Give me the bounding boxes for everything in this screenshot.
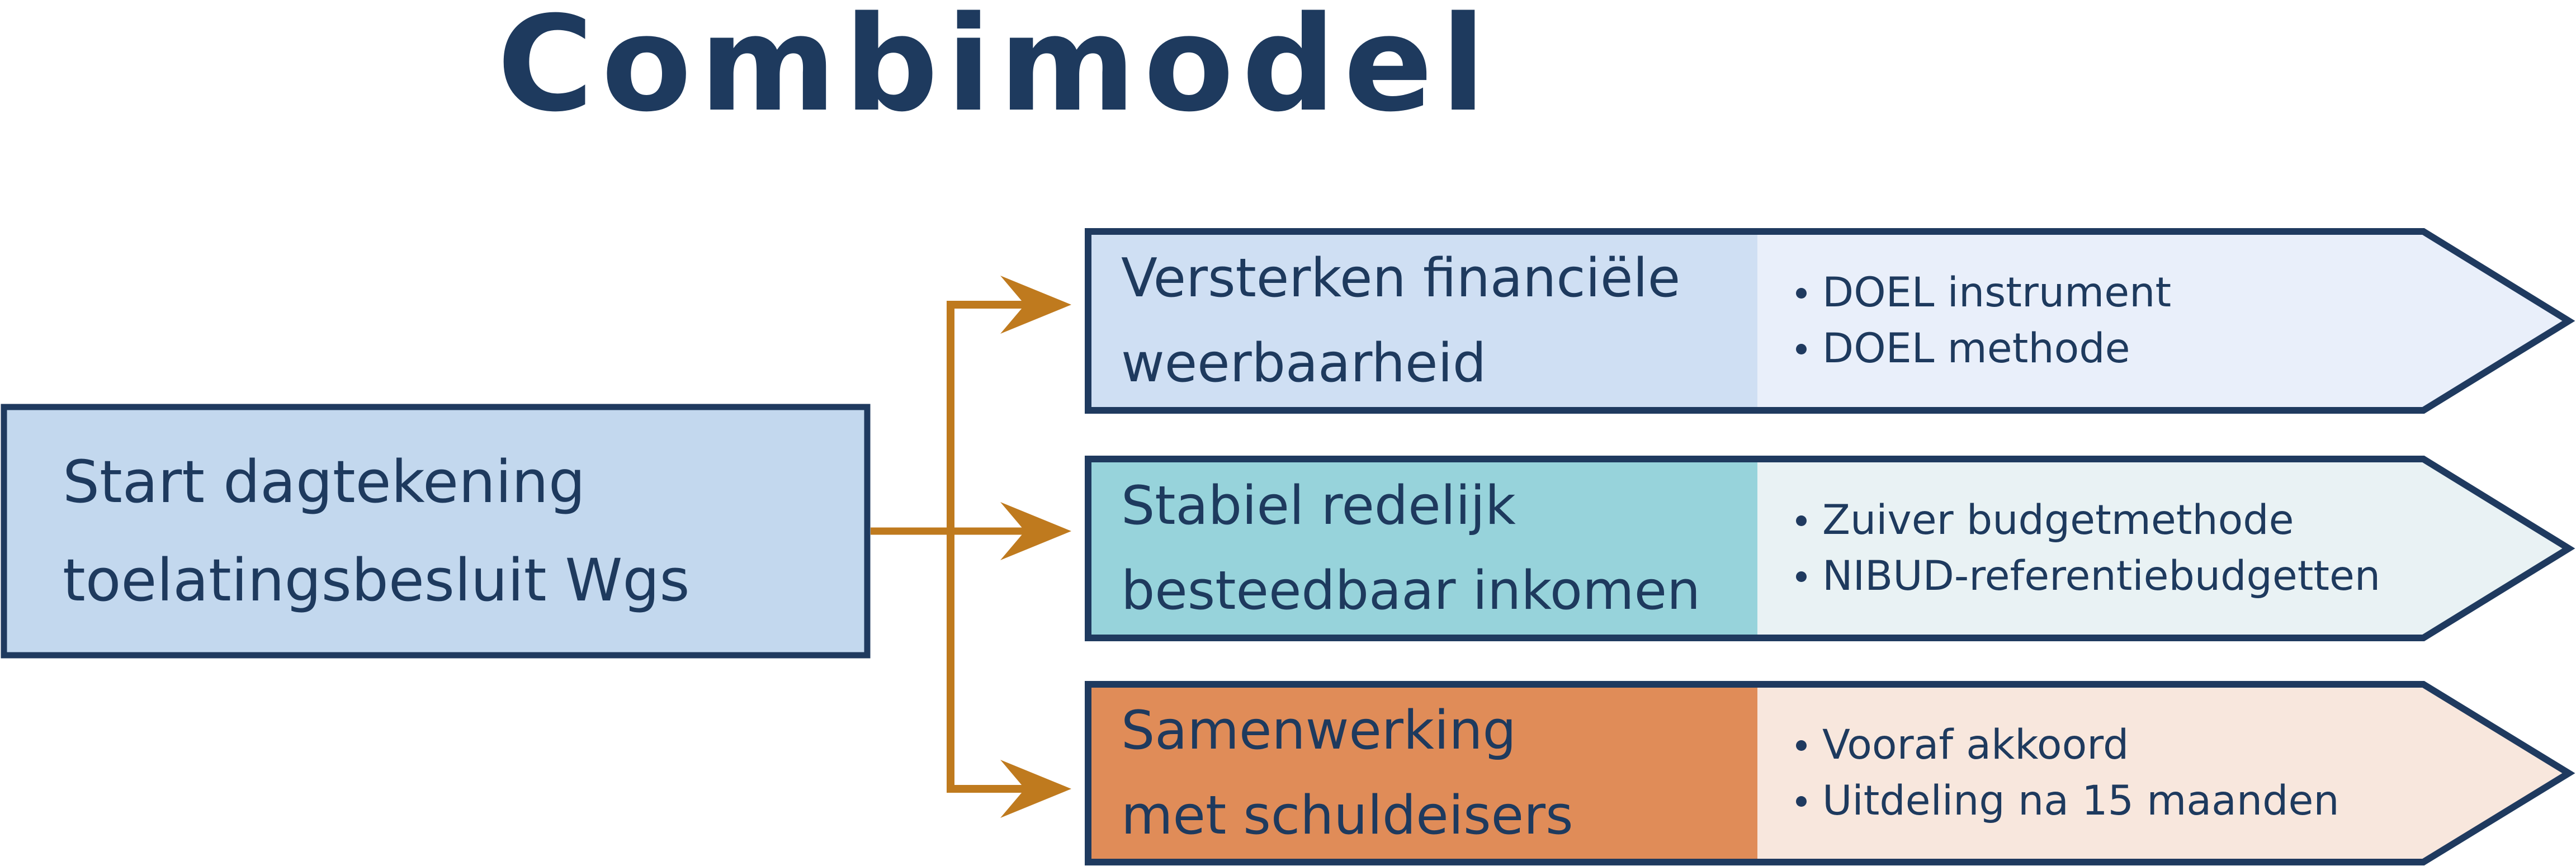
bullet-text: Uitdeling na 15 maanden xyxy=(1822,777,2339,825)
bullet-dot-icon xyxy=(1796,515,1807,526)
start-box-line-1: Start dagtekening xyxy=(63,448,585,516)
bullet-dot-icon xyxy=(1796,571,1807,582)
bullet-item: DOEL instrument xyxy=(1796,265,2545,321)
branch-1-bullets: DOEL instrument DOEL methode xyxy=(1796,228,2545,414)
branch-2-detail-segment xyxy=(1757,459,2569,638)
connector-branch-line xyxy=(947,301,1034,793)
branch-2-outline xyxy=(1085,456,2575,641)
branch-3-label: Samenwerking met schuldeisers xyxy=(1121,681,1753,865)
branch-2-label: Stabiel redelijk besteedbaar inkomen xyxy=(1121,456,1753,641)
branch-1-detail-segment xyxy=(1757,231,2569,410)
start-box-label: Start dagtekening toelatingsbesluit Wgs xyxy=(63,404,834,658)
arrowhead-top-icon xyxy=(1000,276,1071,334)
bullet-text: DOEL instrument xyxy=(1822,269,2172,316)
branch-3-outline xyxy=(1085,681,2575,865)
start-box-shape xyxy=(1,404,871,659)
bullet-text: Zuiver budgetmethode xyxy=(1822,496,2294,544)
branch-1-label-segment xyxy=(1088,231,1757,410)
page-title: Combimodel xyxy=(497,0,1494,141)
branch-1-outline xyxy=(1085,228,2575,414)
bullet-dot-icon xyxy=(1796,796,1807,807)
bullet-item: Uitdeling na 15 maanden xyxy=(1796,773,2545,829)
bullet-item: Zuiver budgetmethode xyxy=(1796,493,2545,548)
bullet-item: DOEL methode xyxy=(1796,321,2545,377)
branch-3-label-line-2: met schuldeisers xyxy=(1121,785,1573,846)
bullet-item: Vooraf akkoord xyxy=(1796,717,2545,773)
branch-2-bullets: Zuiver budgetmethode NIBUD-referentiebud… xyxy=(1796,456,2545,641)
branch-1-label-line-2: weerbaarheid xyxy=(1121,333,1487,394)
start-box-line-2: toelatingsbesluit Wgs xyxy=(63,546,690,614)
branch-3-label-line-1: Samenwerking xyxy=(1121,700,1516,761)
bullet-dot-icon xyxy=(1796,740,1807,751)
arrowhead-bottom-icon xyxy=(1000,760,1071,818)
arrowhead-middle-icon xyxy=(1000,502,1071,560)
branch-2-label-line-1: Stabiel redelijk xyxy=(1121,475,1516,537)
branch-1-label-line-1: Versterken financiële xyxy=(1121,248,1681,309)
branch-3-detail-segment xyxy=(1757,684,2569,862)
branch-2-label-segment xyxy=(1088,459,1757,638)
bullet-item: NIBUD-referentiebudgetten xyxy=(1796,548,2545,604)
bullet-text: NIBUD-referentiebudgetten xyxy=(1822,552,2381,600)
branch-1-label: Versterken financiële weerbaarheid xyxy=(1121,228,1753,414)
bullet-text: DOEL methode xyxy=(1822,325,2130,372)
bullet-text: Vooraf akkoord xyxy=(1822,721,2129,769)
bullet-dot-icon xyxy=(1796,287,1807,299)
branch-2-label-line-2: besteedbaar inkomen xyxy=(1121,560,1701,622)
bullet-dot-icon xyxy=(1796,343,1807,354)
branch-3-bullets: Vooraf akkoord Uitdeling na 15 maanden xyxy=(1796,681,2545,865)
branch-3-label-segment xyxy=(1088,684,1757,862)
